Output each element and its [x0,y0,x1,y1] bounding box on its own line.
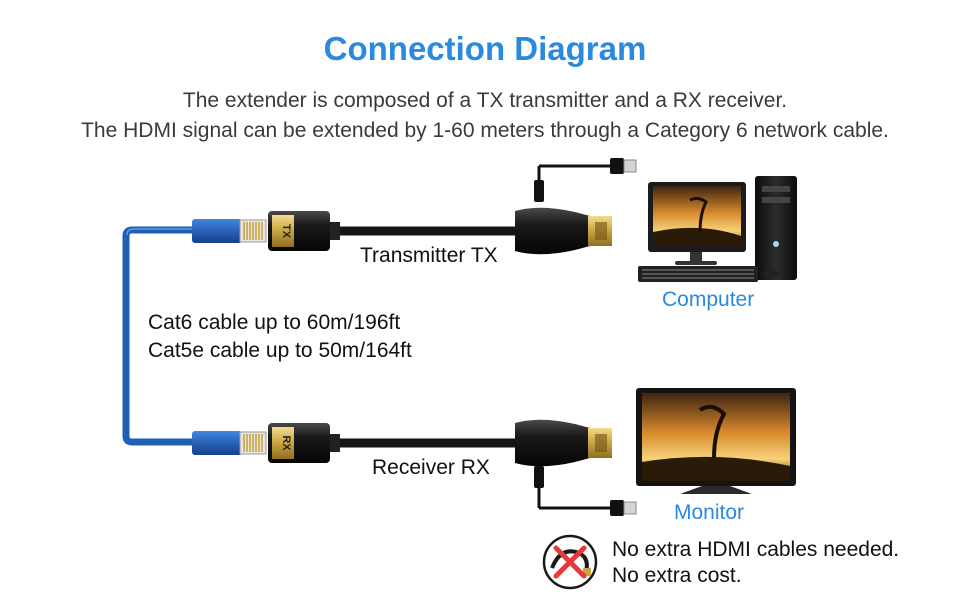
usb-plug-icon [610,500,624,516]
page-title: Connection Diagram [323,30,647,67]
rx-module: RX [268,423,340,463]
cable-note-cat6: Cat6 cable up to 60m/196ft [148,311,401,334]
notice-line-1: No extra HDMI cables needed. [612,538,900,561]
notice-line-2: No extra cost. [612,564,742,587]
rj45-plug-bottom [192,431,267,455]
tx-hdmi-plug [515,207,612,255]
no-hdmi-cable-icon [542,534,598,590]
rx-hdmi-plug [515,419,612,467]
tx-usb-power [534,158,637,202]
rx-usb-power [534,466,637,516]
tx-module: TX [268,211,340,251]
desktop-computer-icon [638,176,797,282]
computer-label: Computer [662,288,755,311]
tv-monitor-icon [636,388,796,494]
subtitle-line-1: The extender is composed of a TX transmi… [182,89,788,112]
subtitle-line-2: The HDMI signal can be extended by 1-60 … [81,119,889,142]
tx-badge: TX [280,224,292,239]
cable-note-cat5e: Cat5e cable up to 50m/164ft [148,339,412,362]
transmitter-label: Transmitter TX [360,244,498,267]
receiver-label: Receiver RX [372,456,490,479]
ethernet-cable [122,226,200,446]
rx-badge: RX [280,435,292,451]
usb-plug-icon [610,158,624,174]
monitor-label: Monitor [674,501,745,524]
rj45-plug-top [192,219,267,243]
